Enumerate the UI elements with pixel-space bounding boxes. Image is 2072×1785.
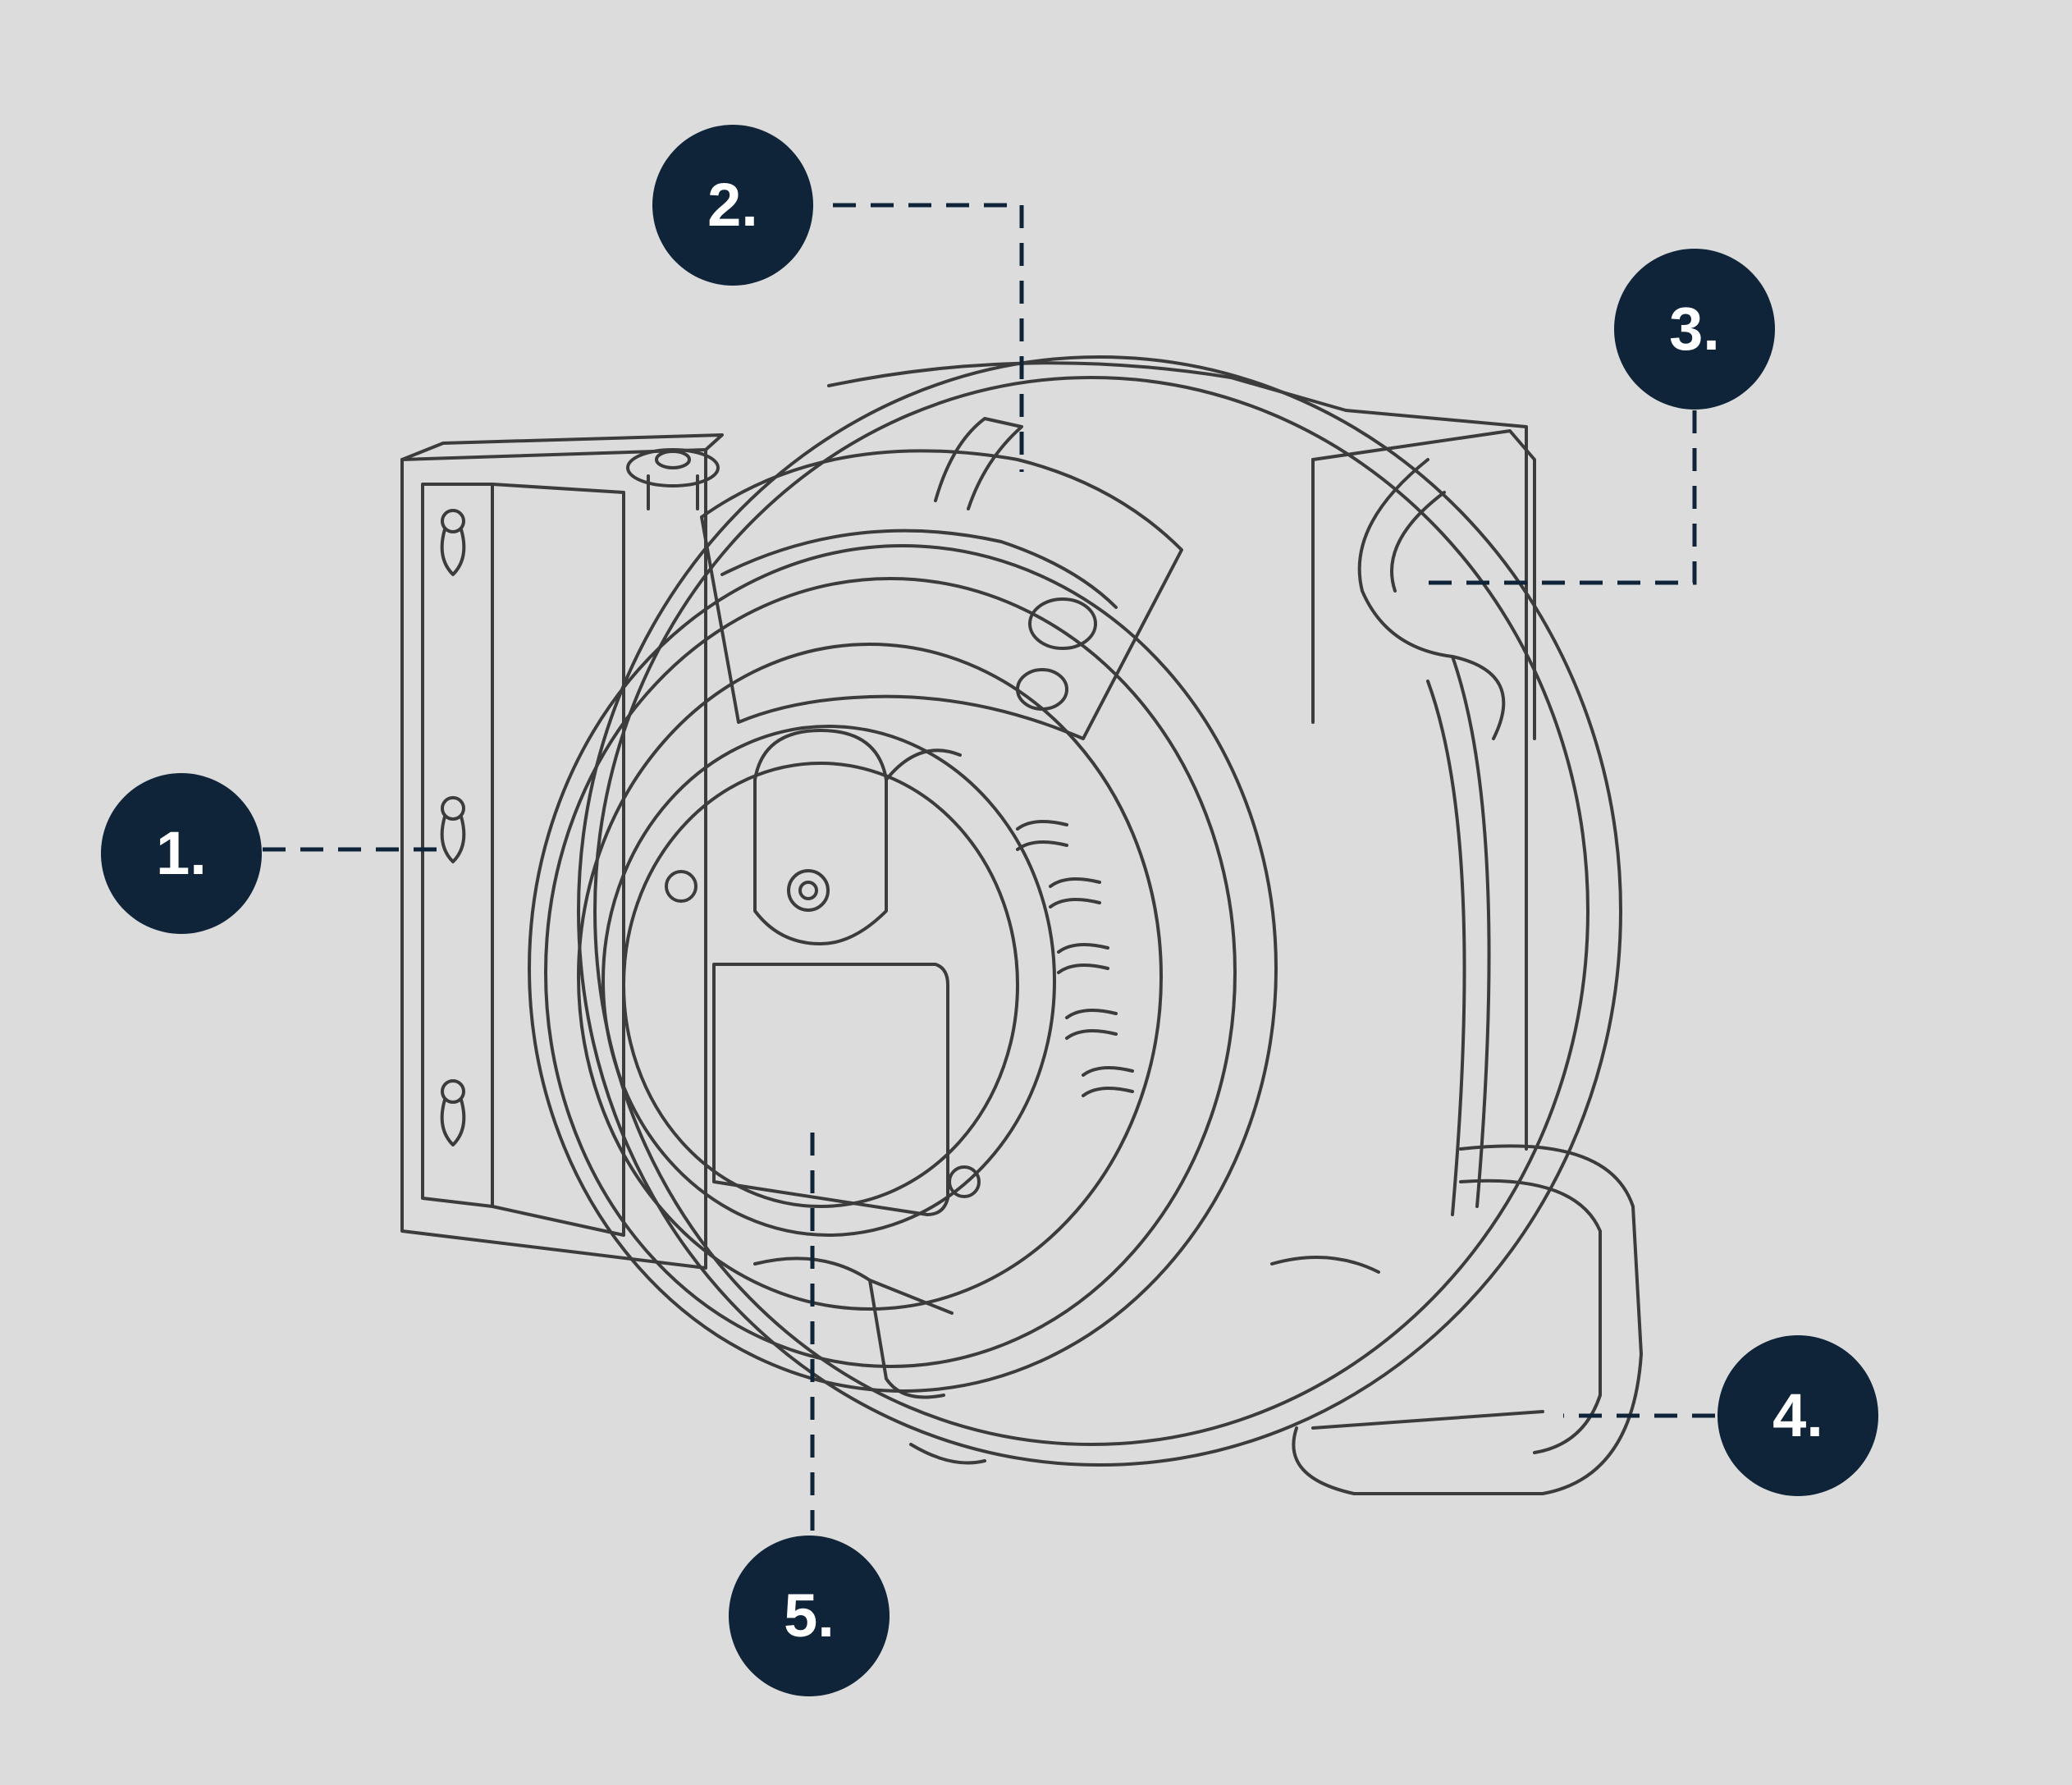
leader-line-3 (1428, 410, 1697, 585)
callout-3-label: 3. (1669, 295, 1720, 363)
hose-guide (1311, 429, 1536, 1216)
leader-line-2 (833, 203, 1024, 472)
callout-4: 4. (1718, 1335, 1878, 1496)
callout-1: 1. (101, 773, 262, 934)
reel-housing-body (577, 355, 1622, 1467)
leader-lines (263, 203, 1715, 1531)
callout-5: 5. (729, 1536, 890, 1696)
callout-3: 3. (1614, 249, 1775, 410)
keyhole-slot-top (440, 509, 466, 576)
callout-2-label: 2. (707, 171, 758, 239)
keyhole-slot-middle (440, 796, 466, 863)
callout-4-label: 4. (1772, 1381, 1823, 1449)
keyhole-slot-bottom (440, 1079, 466, 1147)
base-foot (753, 1256, 1380, 1465)
callout-2: 2. (652, 125, 813, 286)
hose-outlet-cap (700, 417, 1183, 740)
label-plate (712, 963, 949, 1216)
callout-5-label: 5. (784, 1581, 835, 1650)
grip-ribs (1016, 820, 1134, 1097)
callout-1-label: 1. (156, 819, 207, 887)
wall-bracket (400, 433, 724, 1270)
front-cover-rings (528, 544, 1278, 1393)
carry-handle (1292, 1144, 1643, 1495)
